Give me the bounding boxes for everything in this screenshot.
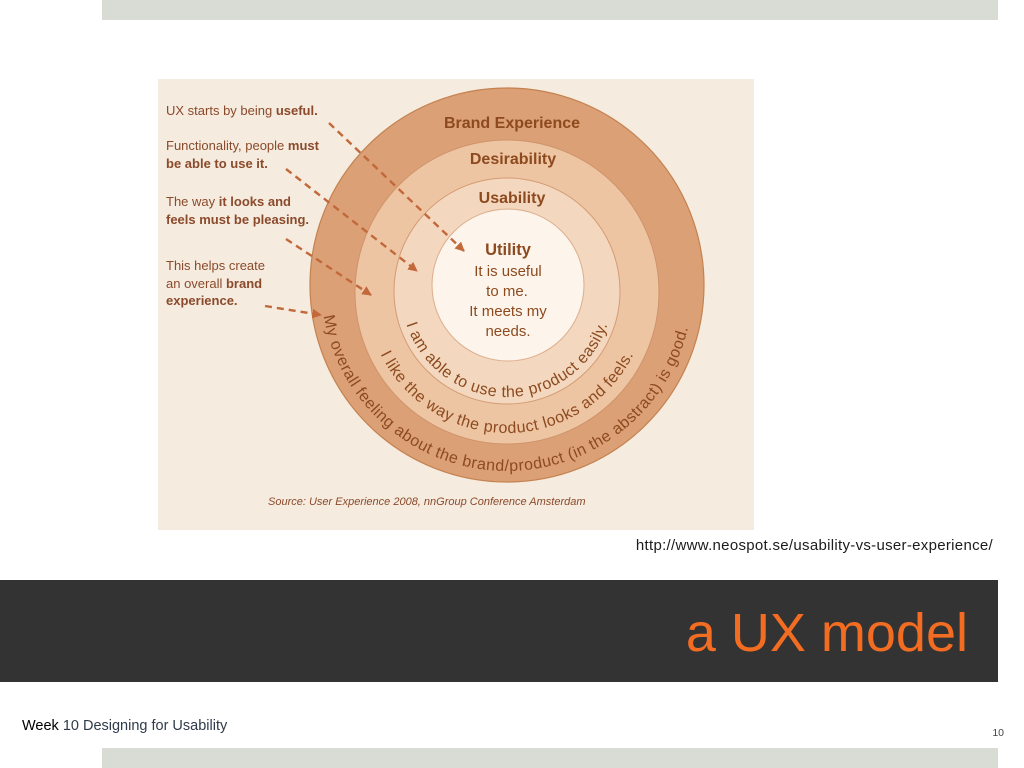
note-text: The way xyxy=(166,194,219,209)
note-emphasis: brand xyxy=(225,275,263,291)
note-line: feels must be pleasing. xyxy=(166,211,309,229)
dashed-arrow-brand xyxy=(264,304,322,319)
note-functionality: Functionality, people must be able to us… xyxy=(166,137,319,172)
note-line: The way it looks and xyxy=(166,193,309,211)
note-emphasis: useful. xyxy=(275,103,318,118)
top-decor-bar xyxy=(102,0,998,20)
ux-model-diagram: Brand Experience Desirability Usability … xyxy=(158,79,754,530)
note-emphasis: must xyxy=(287,138,319,153)
bottom-decor-bar xyxy=(102,748,998,768)
note-emphasis: experience. xyxy=(166,293,238,308)
footer-course-title: 10 Designing for Usability xyxy=(62,718,228,734)
utility-line: It is useful xyxy=(474,263,542,280)
note-emphasis: feels must be pleasing. xyxy=(166,211,310,227)
utility-core xyxy=(431,208,585,362)
note-text: This helps create xyxy=(166,258,265,273)
note-emphasis: it looks and xyxy=(218,194,291,209)
note-line: UX starts by being useful. xyxy=(166,102,318,120)
dashed-arrow-usable xyxy=(285,168,418,272)
brand-experience-label: Brand Experience xyxy=(444,115,580,132)
title-band: a UX model xyxy=(0,580,998,682)
usability-label: Usability xyxy=(479,190,546,207)
note-line: This helps create xyxy=(166,257,265,275)
utility-label: Utility xyxy=(485,241,532,259)
note-text: UX starts by being xyxy=(166,103,276,118)
note-looks: The way it looks and feels must be pleas… xyxy=(166,193,309,228)
note-emphasis: be able to use it. xyxy=(166,155,268,171)
utility-line: needs. xyxy=(485,323,530,340)
ux-model-svg: Brand Experience Desirability Usability … xyxy=(264,87,705,483)
note-useful: UX starts by being useful. xyxy=(166,102,318,120)
note-text: an overall xyxy=(166,275,226,291)
dashed-arrow-pleasing xyxy=(285,237,372,297)
note-brand: This helps create an overall brand exper… xyxy=(166,257,265,310)
note-text: Functionality, people xyxy=(166,138,288,153)
page-number: 10 xyxy=(992,727,1004,739)
desirability-label: Desirability xyxy=(470,151,556,168)
note-line: experience. xyxy=(166,292,265,310)
note-line: be able to use it. xyxy=(166,155,319,173)
note-line: an overall brand xyxy=(166,275,265,293)
utility-line: It meets my xyxy=(469,303,547,320)
diagram-source-caption: Source: User Experience 2008, nnGroup Co… xyxy=(268,496,586,508)
slide-title: a UX model xyxy=(685,603,968,663)
footer-week-label: Week xyxy=(22,718,59,734)
note-line: Functionality, people must xyxy=(166,137,319,155)
utility-line: to me. xyxy=(486,283,528,300)
source-link[interactable]: http://www.neospot.se/usability-vs-user-… xyxy=(635,537,993,554)
